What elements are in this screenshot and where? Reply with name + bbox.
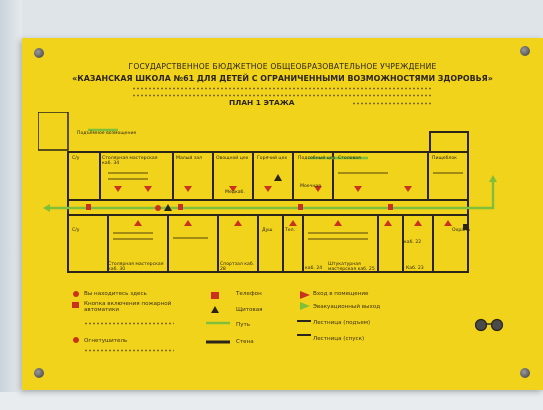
room-wash: Моечная	[300, 184, 321, 189]
building-outline	[67, 151, 469, 273]
legend-phone: Телефон	[236, 291, 262, 297]
legend-wall: Стена	[236, 339, 254, 345]
floor-plan-diagram	[38, 112, 497, 273]
screw-top-left	[34, 48, 44, 58]
header-institution-type: ГОСУДАРСТВЕННОЕ БЮДЖЕТНОЕ ОБЩЕОБРАЗОВАТЕ…	[128, 62, 437, 71]
braille-legend-2	[84, 349, 174, 352]
room-vegetable-shop: Овощной цех	[216, 156, 249, 161]
room-toilet: Тел.	[285, 228, 296, 233]
room-su-top: С/у	[72, 156, 80, 161]
room-ramp: Подъёмное возмощение	[77, 131, 137, 136]
room-gardener: Медкаб.	[225, 190, 245, 195]
exit-arrow-right	[489, 175, 497, 182]
room-cab-24: каб. 24	[305, 266, 323, 271]
glasses-icon	[474, 318, 504, 332]
legend-stair-up: Лестница (подъем)	[313, 320, 371, 326]
room-small-hall: Малый зал	[176, 156, 202, 161]
legend-panel: Щитовая	[236, 307, 263, 313]
room-sport-28: Спортзал каб. 28	[220, 262, 255, 272]
plan-title: ПЛАН 1 ЭТАЖА	[229, 98, 295, 107]
legend-stair-down: Лестница (спуск)	[313, 336, 365, 342]
room-cab-23: Каб. 23	[406, 266, 424, 271]
screw-bottom-left	[34, 368, 44, 378]
legend-symbols-col2	[206, 292, 230, 344]
legend-symbols-col1	[72, 291, 79, 343]
legend-entrance: Вход в помещение	[313, 291, 369, 297]
room-hot-shop: Горячий цех	[257, 156, 288, 161]
room-guard: Охрана	[452, 228, 470, 233]
you-are-here-marker	[155, 205, 161, 211]
legend-path: Путь	[236, 322, 251, 328]
room-su-bottom: С/у	[72, 228, 80, 233]
braille-plan-title	[352, 102, 432, 105]
braille-header-1	[132, 87, 432, 90]
braille-legend-1	[84, 322, 174, 325]
background-floor	[0, 392, 543, 410]
screw-bottom-right	[520, 368, 530, 378]
background-wall	[0, 0, 22, 410]
screw-top-right	[520, 46, 530, 56]
room-prep: Подсобный цех	[298, 156, 336, 161]
legend-fire-button: Кнопка включения пожарной автоматики	[84, 301, 172, 313]
room-cab-22: каб. 22	[404, 240, 422, 245]
room-carpentry-30: Столярная мастерская каб. 30	[108, 262, 164, 272]
room-canteen: Столовая	[338, 156, 361, 161]
legend-you-are-here: Вы находитесь здесь	[84, 291, 147, 297]
room-teachers-34: Столярная мастерская каб. 34	[102, 156, 158, 166]
room-laundry: Пищеблок	[432, 156, 457, 161]
room-carpentry-25: Штукатурная мастерская каб. 25	[328, 262, 375, 272]
exit-arrow-left	[43, 204, 50, 212]
header-school-name: «КАЗАНСКАЯ ШКОЛА №61 ДЛЯ ДЕТЕЙ С ОГРАНИЧ…	[72, 74, 493, 83]
legend-symbols-col3	[297, 291, 311, 336]
legend-evac-exit: Эвакуационный выход	[313, 304, 381, 310]
legend-extinguisher: Огнетушитель	[84, 338, 128, 344]
room-shower: Душ	[262, 228, 273, 233]
braille-header-2	[132, 94, 432, 97]
